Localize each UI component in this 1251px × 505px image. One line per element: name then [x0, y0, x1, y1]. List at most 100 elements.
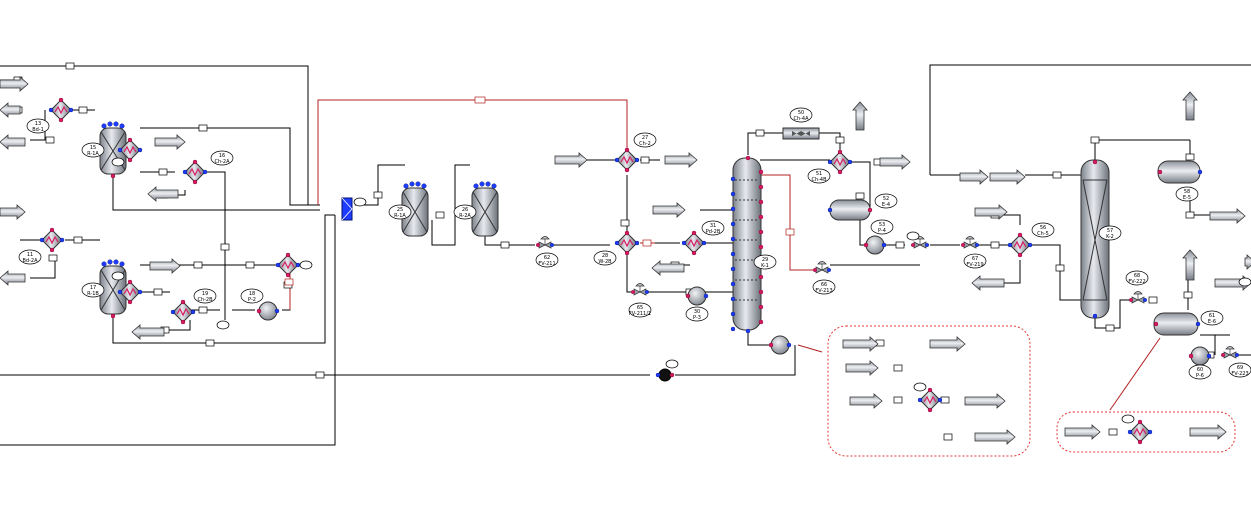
stream-arrow[interactable] [842, 336, 879, 352]
stream-tag[interactable] [1185, 153, 1195, 161]
stream-arrow[interactable] [131, 324, 165, 340]
heat-exchangers[interactable] [39, 97, 1153, 445]
stream-tag[interactable] [198, 124, 208, 132]
stream-tag[interactable] [990, 241, 1000, 249]
stream-arrow[interactable] [974, 204, 1008, 220]
control-valve[interactable] [1128, 291, 1147, 304]
pump[interactable] [768, 335, 792, 355]
air-cooler-ch4a[interactable] [782, 127, 820, 140]
stream-arrow[interactable] [1182, 249, 1198, 281]
stream-tag[interactable] [895, 241, 905, 249]
drum-e5[interactable] [1157, 160, 1203, 184]
stream-arrow[interactable] [845, 360, 879, 376]
heat-exchanger[interactable] [182, 159, 208, 185]
stream-tag[interactable] [835, 136, 845, 144]
crude-heater[interactable] [655, 368, 675, 382]
pump[interactable] [685, 286, 709, 306]
stream-tag[interactable] [943, 433, 953, 441]
heat-exchanger[interactable] [117, 137, 143, 163]
stream-arrow[interactable] [974, 429, 1016, 445]
heat-exchanger[interactable] [614, 147, 640, 173]
stream-tag[interactable] [755, 129, 765, 137]
stream-tag[interactable] [65, 62, 75, 70]
stream-tag[interactable] [435, 211, 445, 219]
control-valve[interactable] [961, 236, 980, 249]
stream-tag[interactable] [893, 396, 903, 404]
stream-arrow[interactable] [0, 102, 21, 118]
stream-arrow[interactable] [1209, 208, 1246, 224]
drum-e4[interactable] [827, 199, 873, 221]
stream-tag[interactable] [855, 192, 865, 200]
stream-tag[interactable] [245, 261, 255, 269]
stream-arrow[interactable] [964, 393, 1006, 409]
stream-arrow[interactable] [929, 336, 966, 352]
stream-arrow[interactable] [651, 260, 685, 276]
stream-tag[interactable] [205, 339, 215, 347]
stream-tag[interactable] [78, 106, 88, 114]
column-k1[interactable] [730, 155, 764, 334]
stream-arrow[interactable] [0, 134, 26, 150]
stream-arrow[interactable] [0, 204, 26, 220]
heat-exchanger[interactable] [681, 230, 707, 256]
stream-tag[interactable] [893, 364, 903, 372]
heat-exchanger[interactable] [117, 279, 143, 305]
stream-arrow[interactable] [1064, 424, 1101, 440]
heat-exchanger[interactable] [1127, 419, 1153, 445]
pumps[interactable] [256, 235, 1212, 366]
stream-arrow[interactable] [0, 76, 29, 92]
control-valve[interactable] [813, 261, 832, 274]
stream-arrow[interactable] [959, 169, 989, 185]
stream-tag-recycle[interactable] [642, 239, 652, 247]
stream-tag-recycle[interactable] [284, 278, 294, 286]
stream-tag[interactable] [220, 243, 230, 251]
selected-group-2[interactable] [1056, 411, 1236, 453]
stream-tag[interactable] [940, 396, 950, 404]
mixer-m[interactable] [341, 197, 353, 221]
heat-exchanger[interactable] [614, 230, 640, 256]
control-valve[interactable] [911, 236, 930, 249]
pump[interactable] [256, 301, 280, 321]
reactor-25[interactable] [401, 181, 429, 237]
heat-exchanger[interactable] [827, 149, 853, 175]
stream-tag[interactable] [45, 136, 55, 144]
stream-arrow[interactable] [147, 186, 179, 202]
stream-arrow[interactable] [0, 270, 26, 286]
stream-tag[interactable] [198, 306, 208, 314]
stream-arrow[interactable] [989, 169, 1026, 185]
heat-exchanger[interactable] [48, 97, 74, 123]
stream-tag[interactable] [1148, 296, 1158, 304]
selected-group-1[interactable] [827, 325, 1031, 457]
stream-arrow[interactable] [879, 154, 911, 170]
stream-arrow[interactable] [849, 393, 883, 409]
stream-arrow[interactable] [554, 152, 588, 168]
heat-exchanger[interactable] [275, 252, 301, 278]
stream-tag-recycle[interactable] [785, 228, 795, 236]
stream-tag[interactable] [158, 168, 168, 176]
stream-tag[interactable] [73, 236, 83, 244]
drum-e6[interactable] [1153, 312, 1201, 336]
control-valve[interactable] [1220, 346, 1239, 359]
stream-tag[interactable] [1052, 171, 1062, 179]
column-k2[interactable] [1080, 159, 1110, 319]
pump[interactable] [863, 235, 887, 255]
stream-tag[interactable] [193, 261, 203, 269]
control-valve[interactable] [631, 283, 650, 296]
heat-exchanger[interactable] [170, 299, 196, 325]
pump[interactable] [1188, 346, 1212, 366]
stream-tag[interactable] [1183, 291, 1193, 299]
stream-arrow[interactable] [154, 134, 186, 150]
valves[interactable] [536, 236, 1239, 359]
stream-tag[interactable] [373, 191, 383, 199]
control-valve[interactable] [536, 236, 555, 249]
stream-tag[interactable] [640, 156, 650, 164]
stream-tag[interactable] [500, 241, 510, 249]
stream-arrow[interactable] [652, 202, 686, 218]
stream-arrows[interactable] [0, 76, 1251, 445]
stream-tag[interactable] [1108, 428, 1118, 436]
heat-exchanger[interactable] [39, 227, 65, 253]
reactor-26[interactable] [471, 181, 499, 237]
stream-arrow[interactable] [852, 101, 868, 131]
heat-exchanger[interactable] [917, 387, 943, 413]
stream-arrow[interactable] [971, 275, 1005, 291]
stream-arrow[interactable] [1182, 91, 1198, 121]
